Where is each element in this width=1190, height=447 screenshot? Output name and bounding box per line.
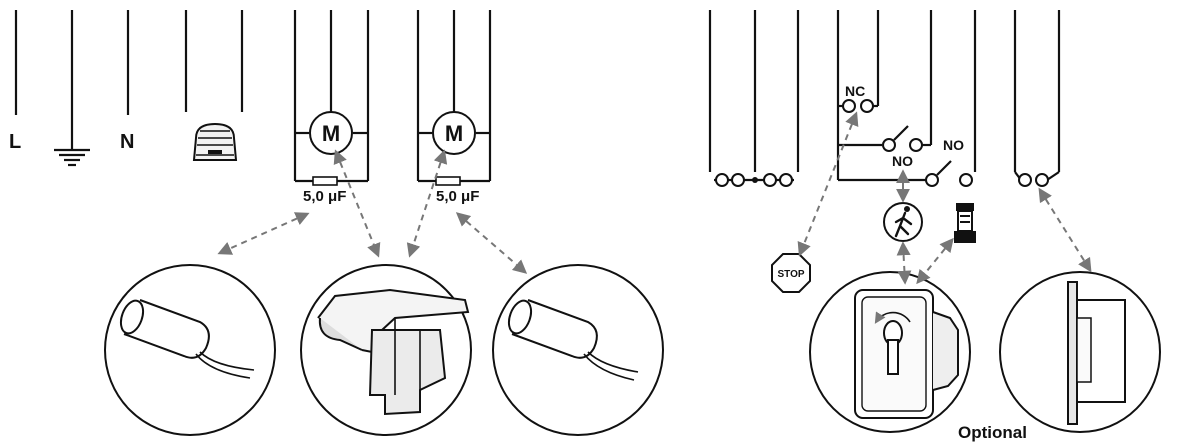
capacitor-right-label: 5,0 μF	[436, 188, 479, 205]
pedestrian-icon	[883, 202, 923, 242]
terminal-line: L	[9, 10, 21, 153]
motor-right-label: M	[445, 121, 463, 146]
optional-label: Optional	[958, 423, 1027, 442]
motor-left-label: M	[322, 121, 340, 146]
antenna-cap-icon	[184, 10, 244, 161]
key-switch-icon	[854, 289, 959, 419]
key-switch-detail	[809, 271, 971, 433]
no-contact-lower-label: NO	[943, 137, 964, 153]
gear-motor-detail	[300, 264, 472, 436]
ground-icon	[54, 10, 90, 167]
stop-icon: STOP	[771, 253, 811, 293]
no-contact-upper-label: NO	[892, 153, 913, 169]
capacitor-left-label: 5,0 μF	[303, 188, 346, 205]
switch-contacts: NC NO NO	[836, 10, 977, 187]
capacitor-icon	[119, 299, 255, 379]
motor-right-symbol	[432, 111, 476, 155]
photocell-detail	[999, 271, 1161, 433]
gear-motor-icon	[317, 288, 470, 416]
nc-contact-label: NC	[845, 83, 865, 99]
neutral-terminal-label: N	[120, 131, 134, 153]
capacitor-detail-left	[104, 264, 276, 436]
motor-left-circuit: M 5,0 μF	[293, 10, 370, 205]
left-connection-arrows	[217, 149, 528, 274]
motor-left-symbol	[309, 111, 353, 155]
photocell-terminals	[1013, 10, 1061, 187]
line-terminal-label: L	[9, 131, 21, 153]
motor-right-circuit: M 5,0 μF	[416, 10, 492, 205]
accessory-terminals	[708, 10, 800, 187]
terminal-neutral: N	[120, 10, 134, 153]
capacitor-right-symbol	[435, 176, 461, 186]
stop-button-label: STOP	[777, 269, 804, 280]
capacitor-detail-right	[492, 264, 664, 436]
photocell-icon	[1067, 281, 1126, 425]
capacitor-left-symbol	[312, 176, 338, 186]
flashing-lamp-icon	[954, 203, 976, 243]
capacitor-icon	[507, 299, 639, 381]
right-connection-arrows	[797, 111, 1092, 285]
